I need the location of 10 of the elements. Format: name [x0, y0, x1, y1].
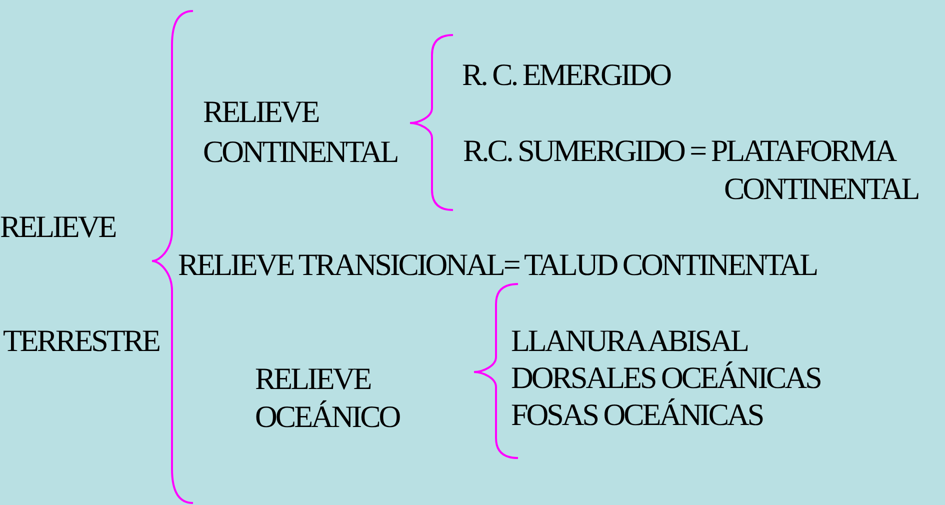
term-label: R.C. SUMERGIDO = PLATAFORMA CONTINENTAL: [463, 132, 920, 208]
concept-label: RELIEVE TRANSICIONAL= TALUD CONTINENTAL: [178, 246, 817, 284]
concept-label: RELIEVE: [0, 208, 116, 246]
concept-label: RELIEVE CONTINENTAL: [203, 92, 398, 171]
term-label: DORSALES OCEÁNICAS: [511, 358, 820, 397]
concept-label: TERRESTRE: [3, 322, 159, 360]
concept-label: RELIEVE OCEÁNICO: [255, 360, 400, 436]
term-label: FOSAS OCEÁNICAS: [511, 396, 763, 434]
term-label: LLANURA ABISAL: [511, 322, 748, 360]
term-label: R. C. EMERGIDO: [462, 56, 670, 94]
